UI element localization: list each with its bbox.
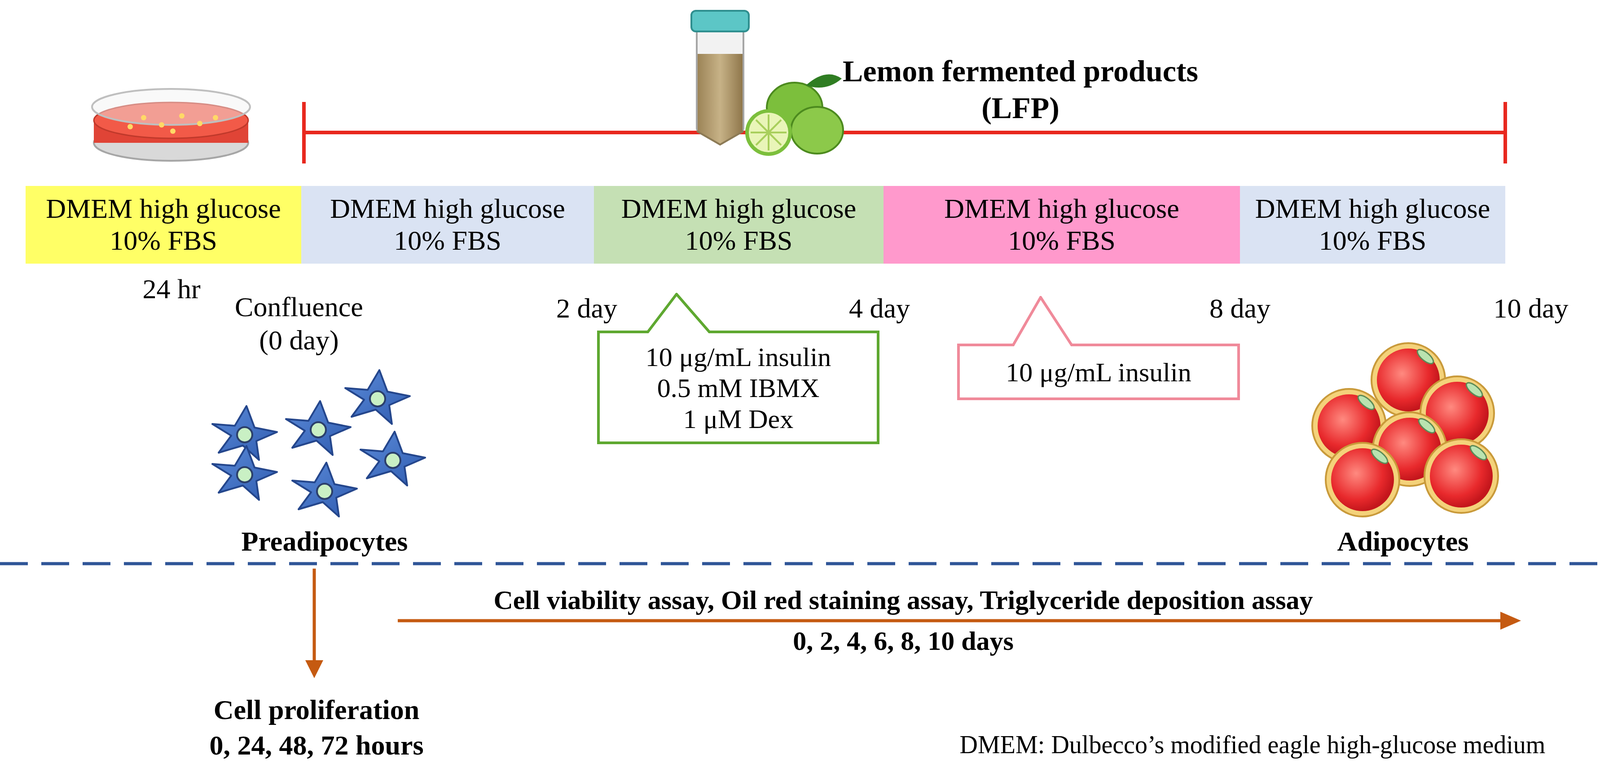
node-text: 10% FBS [685, 224, 793, 257]
adipocyte-cells [1312, 342, 1499, 517]
petri-dish [92, 88, 251, 161]
medium-band: DMEM high glucose10% FBS [301, 185, 594, 264]
text-label: 4 day [848, 291, 910, 325]
callout-shape [958, 297, 1239, 399]
node-text: 10% FBS [109, 224, 217, 257]
medium-band: DMEM high glucose10% FBS [883, 185, 1240, 264]
text-label: 10 day [1493, 291, 1569, 325]
node-text: DMEM high glucose [1255, 192, 1491, 225]
node-text: 10% FBS [1007, 224, 1116, 257]
medium-band: DMEM high glucose10% FBS [25, 185, 302, 264]
node-text: 1 μM Dex [683, 403, 794, 435]
text-label: 2 day [556, 291, 618, 325]
text-label: Lemon fermented products (LFP) [818, 52, 1223, 127]
node-text: DMEM high glucose [45, 192, 282, 225]
text-label: DMEM: Dulbecco’s modified eagle high-glu… [959, 729, 1546, 760]
text-label: Cell viability assay, Oil red staining a… [493, 583, 1313, 616]
text-label: Adipocytes [1337, 524, 1469, 558]
lfp-bar [303, 101, 1506, 164]
medium-band: DMEM high glucose10% FBS [1239, 185, 1506, 264]
preadipocyte-cells [212, 369, 426, 517]
divider-line [0, 562, 1600, 566]
callout-box: 10 μg/mL insulin [957, 295, 1240, 400]
text-label: 0, 2, 4, 6, 8, 10 days [792, 624, 1014, 657]
node-text: DMEM high glucose [329, 192, 566, 225]
node-text: 10 μg/mL insulin [1005, 356, 1192, 388]
text-label: 24 hr [142, 272, 201, 306]
medium-band: DMEM high glucose10% FBS [593, 185, 884, 264]
callout-shape [598, 294, 879, 443]
node-text: 10 μg/mL insulin [645, 341, 831, 373]
text-label: Cell proliferation [213, 692, 420, 726]
node-text: 10% FBS [1318, 224, 1427, 257]
tube-lemons [691, 10, 844, 154]
callout-box: 10 μg/mL insulin0.5 mM IBMX1 μM Dex [597, 292, 880, 444]
assay-arrows [305, 568, 1521, 678]
node-text: DMEM high glucose [621, 192, 857, 225]
node-text: 0.5 mM IBMX [657, 372, 820, 404]
text-label: 8 day [1209, 291, 1271, 325]
text-label: 0, 24, 48, 72 hours [209, 728, 424, 762]
node-text: DMEM high glucose [944, 192, 1180, 225]
node-text: 10% FBS [393, 224, 502, 257]
text-label: Confluence (0 day) [231, 290, 367, 357]
text-label: Preadipocytes [241, 524, 409, 558]
